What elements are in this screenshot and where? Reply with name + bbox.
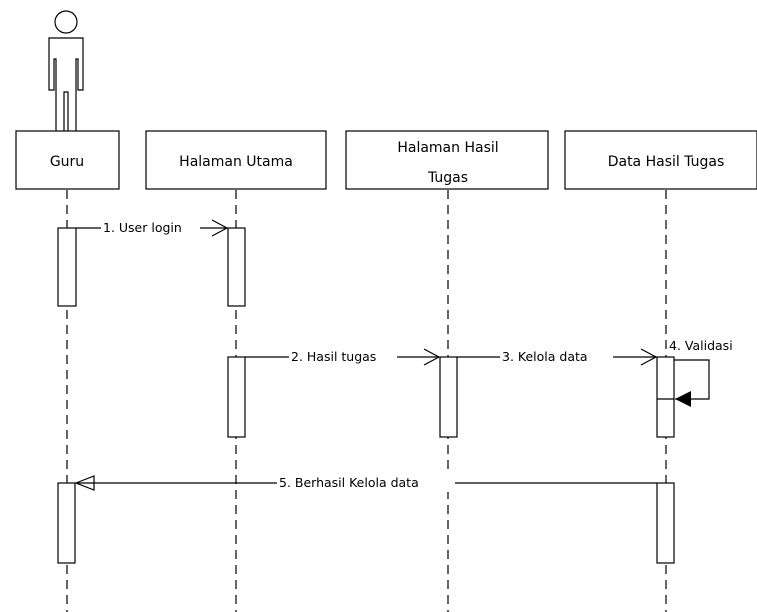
participant-halaman-utama — [145, 130, 327, 190]
message-5-label: 5. Berhasil Kelola data — [279, 475, 419, 490]
participant-halaman-utama-label: Halaman Utama — [179, 154, 293, 170]
message-2-arrowhead — [423, 348, 441, 366]
message-3-arrowhead — [640, 348, 658, 366]
message-3-label-bg — [500, 348, 613, 366]
message-4-arrowhead — [675, 391, 691, 407]
message-1: 1. User login — [76, 219, 229, 237]
activation-data-hasil-1 — [656, 356, 675, 438]
message-5-label-bg — [277, 474, 455, 492]
actor-guru-figure — [48, 10, 84, 133]
message-4-label-bg — [667, 337, 755, 355]
activation-data-hasil-2 — [656, 482, 675, 564]
activation-halaman-hasil-1 — [439, 356, 458, 438]
participant-halaman-hasil-label-line2: Tugas — [427, 170, 468, 186]
message-5: 5. Berhasil Kelola data — [74, 474, 657, 492]
message-4-label: 4. Validasi — [669, 338, 733, 353]
participant-data-hasil-tugas — [564, 130, 757, 190]
message-1-arrowhead — [211, 219, 229, 237]
message-3-label: 3. Kelola data — [502, 349, 588, 364]
participant-guru — [15, 130, 120, 190]
participant-halaman-hasil-tugas — [345, 130, 549, 190]
activation-guru-2 — [57, 482, 76, 564]
participant-halaman-hasil-label-line1: Halaman Hasil — [397, 140, 498, 156]
message-5-arrowhead — [74, 475, 95, 491]
message-2-label-bg — [289, 348, 397, 366]
message-3: 3. Kelola data — [457, 348, 658, 366]
message-4: 4. Validasi — [657, 337, 755, 407]
activation-halaman-utama-1 — [227, 227, 246, 307]
activation-guru-1 — [57, 227, 77, 307]
activation-halaman-utama-2 — [227, 356, 246, 438]
participant-guru-label: Guru — [50, 154, 84, 170]
message-2: 2. Hasil tugas — [245, 348, 441, 366]
actor-head — [54, 10, 78, 34]
participant-data-hasil-tugas-label: Data Hasil Tugas — [608, 154, 725, 170]
actor-body — [48, 37, 84, 133]
message-4-line — [674, 359, 710, 400]
message-1-label: 1. User login — [103, 220, 182, 235]
message-2-label: 2. Hasil tugas — [291, 349, 376, 364]
message-1-label-bg — [101, 219, 200, 237]
